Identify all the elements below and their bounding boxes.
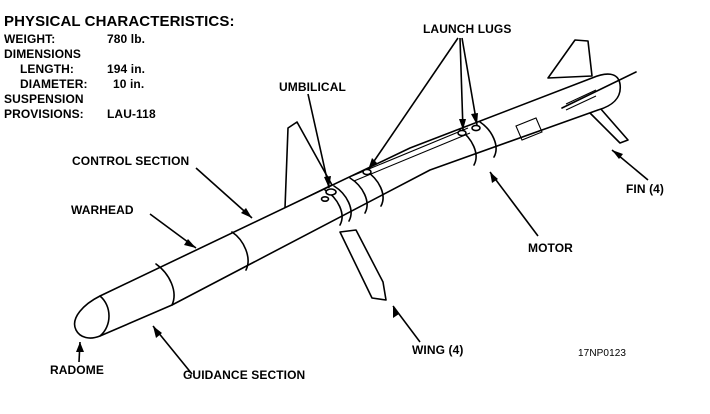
umbilical-label: UMBILICAL xyxy=(279,80,346,94)
specs-heading: PHYSICAL CHARACTERISTICS: xyxy=(4,13,235,30)
provisions-value: LAU-118 xyxy=(107,107,156,121)
figure-id: 17NP0123 xyxy=(578,348,627,359)
launch-lugs-label: LAUNCH LUGS xyxy=(423,22,512,36)
control-section-label: CONTROL SECTION xyxy=(72,154,190,168)
weight-label: WEIGHT: xyxy=(4,32,56,46)
dimensions-label: DIMENSIONS xyxy=(4,47,82,61)
arrowheads xyxy=(76,113,623,352)
fin-label: FIN (4) xyxy=(626,182,665,196)
length-label: LENGTH: xyxy=(20,62,75,76)
radome-label: RADOME xyxy=(50,363,104,377)
provisions-label: PROVISIONS: xyxy=(4,107,84,121)
diameter-label: DIAMETER: xyxy=(20,77,88,91)
suspension-label: SUSPENSION xyxy=(4,92,84,106)
motor-label: MOTOR xyxy=(528,241,573,255)
leader-lines xyxy=(78,37,649,375)
diameter-value: 10 in. xyxy=(113,77,145,91)
warhead-label: WARHEAD xyxy=(71,203,134,217)
forward-wings xyxy=(284,121,387,301)
guidance-section-label: GUIDANCE SECTION xyxy=(183,368,306,382)
weight-value: 780 lb. xyxy=(107,32,146,46)
length-value: 194 in. xyxy=(107,62,146,76)
missile-body xyxy=(73,71,637,339)
wing-label: WING (4) xyxy=(412,343,464,357)
